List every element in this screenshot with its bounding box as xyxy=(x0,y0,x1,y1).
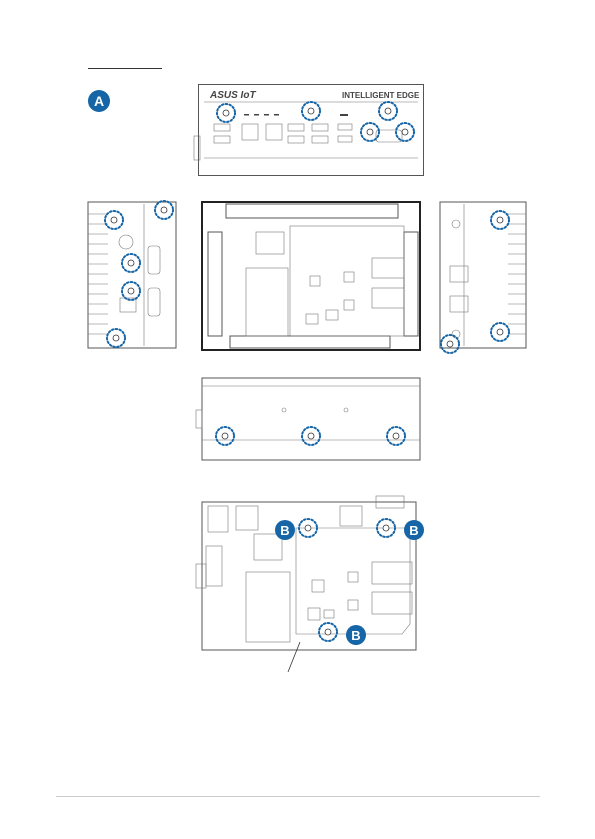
callout-b-label: B xyxy=(280,523,289,538)
right-side-view xyxy=(438,196,530,354)
callout-b-label: B xyxy=(351,628,360,643)
callout-a-badge: A xyxy=(88,90,110,112)
callout-b-badge-3: B xyxy=(346,625,366,645)
product-line-label: INTELLIGENT EDGE xyxy=(342,91,419,100)
brand-logo: ASUS IoT xyxy=(210,90,256,101)
callout-a-label: A xyxy=(94,93,104,109)
footer-rule xyxy=(56,796,540,797)
front-panel-view: ASUS IoT INTELLIGENT EDGE xyxy=(198,84,424,176)
motherboard-view xyxy=(196,494,424,654)
top-internal-view xyxy=(200,196,424,354)
section-rule xyxy=(88,68,162,69)
bottom-panel-view xyxy=(200,376,422,462)
callout-b-label: B xyxy=(409,523,418,538)
left-side-view xyxy=(84,196,180,354)
callout-b-badge-1: B xyxy=(275,520,295,540)
callout-b-badge-2: B xyxy=(404,520,424,540)
